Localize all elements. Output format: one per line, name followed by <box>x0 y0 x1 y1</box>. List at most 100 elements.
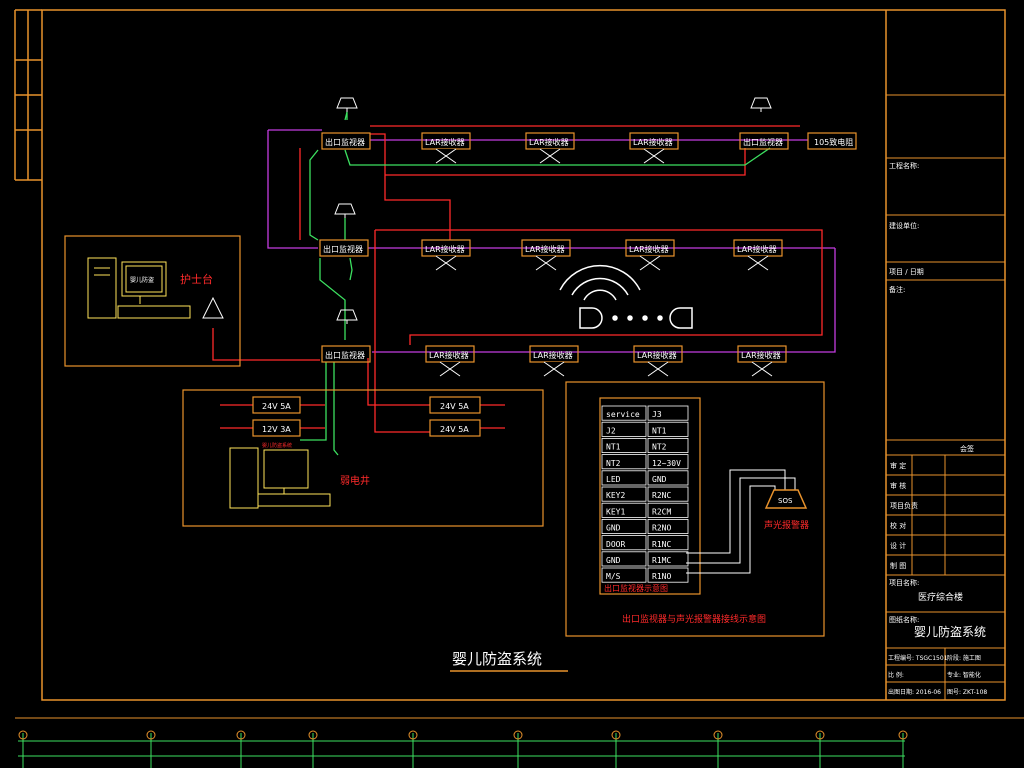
receiver-2: LAR接收器 <box>529 137 569 147</box>
receiver-9: LAR接收器 <box>533 350 573 360</box>
exit-monitors <box>319 132 789 363</box>
terminal-right-cell <box>647 437 689 453</box>
monitor-1: 出口监视器 <box>325 137 365 147</box>
receiver-5: LAR接收器 <box>525 244 565 254</box>
terminal-left-cell <box>601 486 647 502</box>
drawing-frame <box>14 9 1006 701</box>
terminal-left-label: LED <box>606 475 621 484</box>
power-room: 24V 5A 12V 3A 24V 5A 24V 5A 婴儿防盗系统 弱电井 <box>182 389 544 527</box>
terminal-left-cell <box>601 405 647 421</box>
terminal-left-cell <box>601 567 647 583</box>
monitor-4: 出口监视器 <box>743 137 783 147</box>
terminal-left-label: NT1 <box>606 443 621 452</box>
terminal-left-cell <box>601 470 647 486</box>
terminal-left-label: J2 <box>606 426 616 435</box>
terminal-right-cell <box>647 454 689 470</box>
tb-scale: 比 例: <box>888 671 904 679</box>
tb-drawing-no: 工程编号: TSGC1501 <box>888 654 948 662</box>
terminal-right-cell <box>647 535 689 551</box>
ps-1: 24V 5A <box>262 402 291 411</box>
tb-drawing-name-label: 图纸名称: <box>889 615 919 624</box>
terminal-left-cell <box>601 454 647 470</box>
tb-sheet: 图号: ZKT-108 <box>947 689 987 696</box>
terminal-right-label: NT1 <box>652 426 667 435</box>
tb-date: 出图日期: 2016-06 <box>888 688 941 696</box>
tb-row-5: 设 计 <box>890 541 906 550</box>
tb-project-label: 项目 / 日期 <box>889 268 924 276</box>
power-screen-text: 婴儿防盗系统 <box>262 442 292 449</box>
tb-row-6: 制 图 <box>890 561 906 570</box>
terminal-left-cell <box>601 502 647 518</box>
terminal-right-label: R1NC <box>652 540 671 549</box>
terminal-left-label: GND <box>606 524 621 533</box>
terminal-left-label: service <box>606 410 640 419</box>
ps-2: 12V 3A <box>262 425 291 434</box>
magnetic-lock-label: 105致电阻 <box>814 137 853 147</box>
wiring-lines <box>212 111 836 456</box>
alarm-box-text: SOS <box>778 497 793 505</box>
receiver-7: LAR接收器 <box>737 244 777 254</box>
terminal-left-label: KEY1 <box>606 507 625 516</box>
terminal-right-cell <box>647 551 689 567</box>
terminal-right-cell <box>647 567 689 583</box>
terminal-left-label: NT2 <box>606 459 621 468</box>
terminal-right-label: R2CM <box>652 507 671 516</box>
tb-notes-label: 备注: <box>889 285 905 294</box>
terminal-left-label: DOOR <box>606 540 625 549</box>
tb-drawing-name: 婴儿防盗系统 <box>914 624 986 639</box>
tb-row-3: 项目负责 <box>890 501 918 510</box>
alarm-sounders <box>334 97 772 324</box>
title-block: 工程名称: 建设单位: 项目 / 日期 备注: 会签 审 定 审 核 项目负责 … <box>886 94 1005 700</box>
terminal-right-label: 12~30V <box>652 459 681 468</box>
terminal-right-label: R2NC <box>652 491 671 500</box>
receiver-4: LAR接收器 <box>425 244 465 254</box>
tb-row-4: 校 对 <box>890 521 906 530</box>
alarm-label: 声光报警器 <box>764 519 809 531</box>
terminal-left-cell <box>601 535 647 551</box>
terminal-left-label: M/S <box>606 572 621 581</box>
receiver-antennas <box>435 148 773 377</box>
receiver-10: LAR接收器 <box>637 350 677 360</box>
ps-3: 24V 5A <box>440 402 469 411</box>
nurse-screen-text: 婴儿防盗 <box>130 276 154 284</box>
alarm-device-icon <box>764 489 808 509</box>
receiver-11: LAR接收器 <box>741 350 781 360</box>
terminal-right-label: R1MC <box>652 556 671 565</box>
wireless-tag-icon <box>559 264 693 329</box>
terminal-right-cell <box>647 421 689 437</box>
wiring-caption: 出口监视器与声光报警器接线示意图 <box>622 613 766 625</box>
terminal-left-cell <box>601 437 647 453</box>
receiver-3: LAR接收器 <box>633 137 673 147</box>
terminal-left-cell <box>601 421 647 437</box>
tb-row-1: 审 定 <box>890 461 906 470</box>
terminal-right-cell <box>647 519 689 535</box>
power-room-label: 弱电井 <box>340 474 370 487</box>
terminal-right-label: GND <box>652 475 667 484</box>
terminal-right-cell <box>647 470 689 486</box>
terminal-right-cell <box>647 502 689 518</box>
terminal-right-label: R2NO <box>652 524 671 533</box>
drawing-title: 婴儿防盗系统 <box>452 650 542 668</box>
tb-project-title: 医疗综合楼 <box>918 591 963 603</box>
terminal-right-cell <box>647 486 689 502</box>
tb-design-unit-label: 建设单位: <box>889 221 919 230</box>
nurse-alarm-icon <box>202 296 224 319</box>
receiver-6: LAR接收器 <box>629 244 669 254</box>
terminal-left-cell <box>601 551 647 567</box>
tb-stage: 阶段: 施工图 <box>947 654 981 662</box>
nurse-station: 婴儿防盗 护士台 <box>64 235 241 367</box>
terminal-left-cell <box>601 519 647 535</box>
receiver-1: LAR接收器 <box>425 137 465 147</box>
monitor-3: 出口监视器 <box>325 350 365 360</box>
tb-project-name-label: 工程名称: <box>889 161 919 170</box>
nurse-station-label: 护士台 <box>180 272 213 286</box>
magnetic-lock-box <box>807 132 857 150</box>
tb-project-title-label: 项目名称: <box>889 578 919 587</box>
terminal-right-label: R1NO <box>652 572 671 581</box>
wiring-caption-small: 出口监视器示意图 <box>604 583 668 593</box>
terminal-right-label: J3 <box>652 410 662 419</box>
terminal-left-label: KEY2 <box>606 491 625 500</box>
